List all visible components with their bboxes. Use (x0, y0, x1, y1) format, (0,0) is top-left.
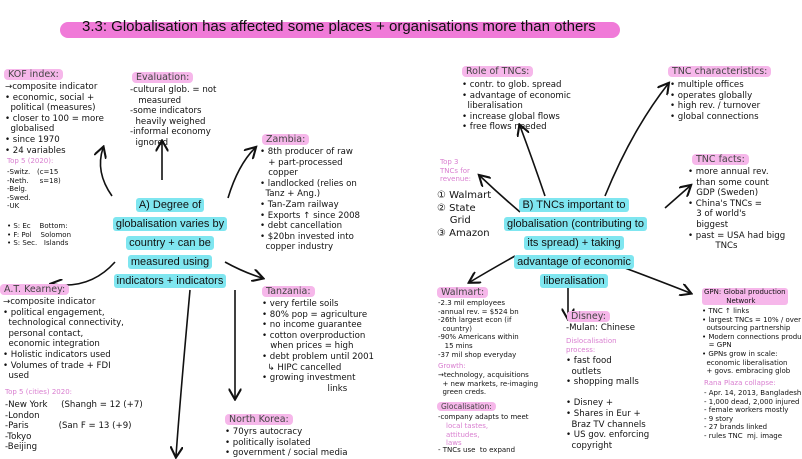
center-node-b: B) TNCs important to globalisation (cont… (504, 196, 647, 291)
role-heading: Role of TNCs: (462, 66, 534, 77)
kof-text: →composite indicator • economic, social … (5, 82, 104, 156)
walmart-tail: - TNCs use to expand (438, 446, 516, 454)
chars-text: • multiple offices • operates globally •… (670, 80, 761, 122)
atk-cities-heading: Top 5 (cities) 2020: (5, 388, 73, 396)
arrow-to-tanzania (224, 261, 262, 278)
walmart-growth-heading: Growth: (438, 362, 466, 370)
center-node-a: A) Degree of globalisation varies by cou… (110, 196, 230, 291)
page-title: 3.3: Globalisation has affected some pla… (60, 18, 620, 40)
top3-heading: Top 3 TNCs for revenue: (440, 158, 472, 184)
korea-text: • 70yrs autocracy • politically isolated… (225, 427, 348, 459)
line-down-left (176, 289, 191, 456)
kof-heading: KOF index: (4, 69, 63, 80)
chars-heading: TNC characteristics: (668, 66, 772, 77)
disney-heading: Disney: (567, 311, 610, 322)
gpn-text: • TNC ↑ links • largest TNCs = 10% / ove… (702, 307, 802, 376)
facts-text: • more annual rev. than some count GDP (… (688, 167, 786, 252)
rana-heading: Rana Plaza collapse: (704, 379, 776, 387)
disloc-heading: Dislocalisation process: (566, 337, 617, 354)
disloc-text: • fast food outlets • shopping malls • D… (566, 356, 650, 451)
role-text: • contr. to glob. spread • advantage of … (462, 80, 571, 133)
arrow-to-role (520, 126, 546, 197)
kof-bottom: • S: Ec Bottom: • F: Pol Solomon • S: Se… (7, 222, 72, 248)
gpn-heading: GPN: Global production Network (702, 288, 788, 306)
arrow-to-zambia (227, 148, 255, 199)
disney-text: -Mulan: Chinese (566, 323, 636, 333)
korea-heading: North Korea: (225, 414, 293, 425)
evaluation-text: -cultural glob. = not measured -some ind… (130, 85, 217, 148)
title-highlight (60, 22, 620, 38)
evaluation-heading: Evaluation: (132, 72, 194, 83)
arrow-to-facts (664, 186, 690, 209)
rana-text: - Apr. 14, 2013, Bangladesh - 1,000 dead… (704, 389, 802, 440)
arrow-to-chars (604, 84, 668, 197)
atk-cities-list: -New York (Shangh = 12 (+7) -London -Par… (5, 400, 143, 453)
atk-heading: A.T. Kearney: (0, 284, 70, 295)
kof-top5-heading: Top 5 (2020): (7, 157, 54, 165)
tanzania-text: • very fertile soils • 80% pop = agricul… (262, 299, 375, 394)
walmart-growth-text: →technology, acquisitions + new markets,… (438, 371, 539, 397)
atk-text: →composite indicator • political engagem… (3, 297, 124, 382)
glocal-heading: Glocalisation: (437, 402, 496, 411)
walmart-text: -2.3 mil employees -annual rev. = $524 b… (438, 299, 519, 359)
glocal-text: -company adapts to meet (438, 413, 529, 421)
zambia-text: • 8th producer of raw + part-processed c… (260, 147, 360, 253)
glocal-pink-text: local tastes, attitudes, laws (446, 422, 489, 448)
tanzania-heading: Tanzania: (262, 286, 315, 297)
facts-heading: TNC facts: (692, 154, 749, 165)
walmart-heading: Walmart: (437, 287, 489, 298)
kof-top5-list: -Switz. (c=15 -Neth. s=18) -Belg. -Swed.… (7, 168, 61, 211)
zambia-heading: Zambia: (262, 134, 310, 145)
arrow-to-atk (52, 261, 116, 285)
top3-list: ① Walmart ② State Grid ③ Amazon (437, 190, 492, 239)
